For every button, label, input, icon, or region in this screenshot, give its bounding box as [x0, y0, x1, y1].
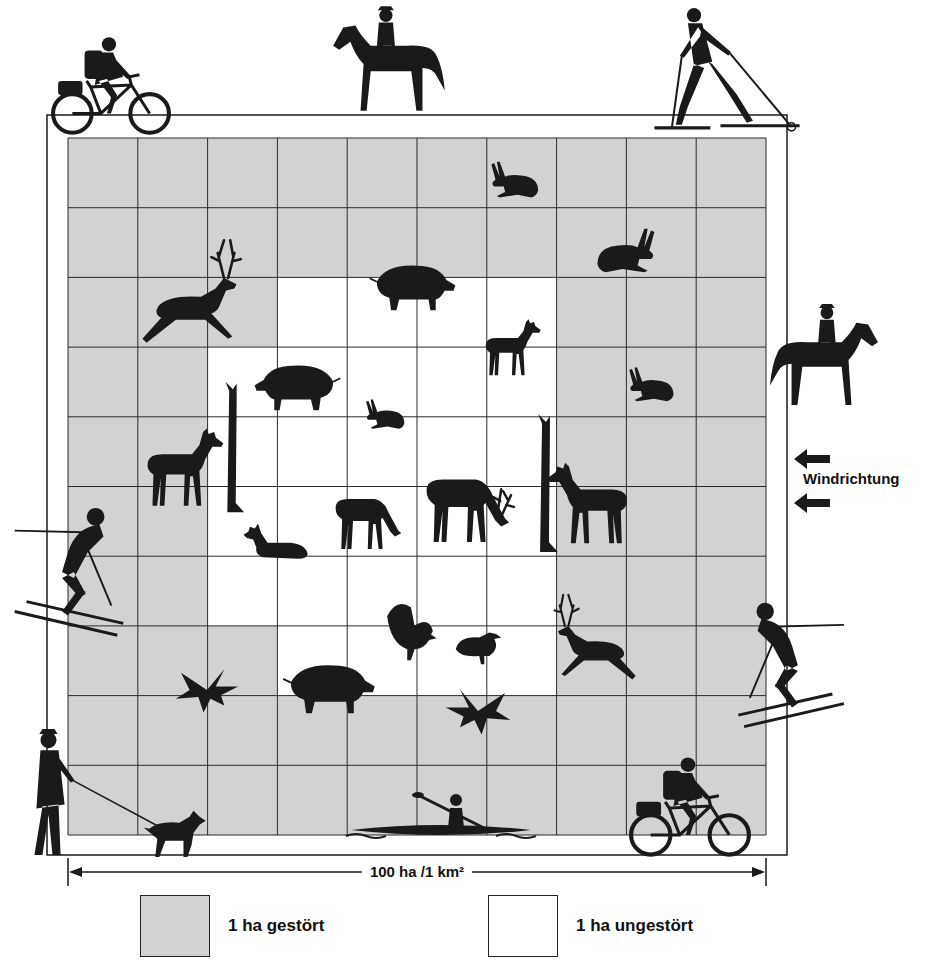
legend-entry: 1 ha ungestört [576, 916, 693, 936]
hectare-cell [626, 556, 696, 626]
hectare-cell [626, 277, 696, 347]
hectare-cell [138, 696, 208, 766]
hectare-cell [417, 696, 487, 766]
hectare-cell [417, 417, 487, 487]
hectare-cell [208, 417, 278, 487]
hectare-cell [417, 347, 487, 417]
hectare-cell [696, 487, 766, 557]
grid-line [68, 138, 766, 139]
hectare-cell [487, 138, 557, 208]
hectare-cell [557, 696, 627, 766]
hectare-cell [696, 347, 766, 417]
hectare-cell [68, 626, 138, 696]
hectare-cell [696, 556, 766, 626]
dimension-label: 100 ha /1 km² [370, 863, 464, 880]
hectare-cell [68, 696, 138, 766]
grid-line [68, 207, 766, 208]
hectare-cell [347, 696, 417, 766]
hectare-cell [626, 487, 696, 557]
hectare-cell [68, 208, 138, 278]
legend-swatch [140, 895, 210, 957]
hectare-cell [626, 138, 696, 208]
legend-entry: 1 ha gestört [228, 916, 324, 936]
animals [142, 162, 673, 735]
grid-line [68, 765, 766, 766]
hectare-cell [417, 138, 487, 208]
hectare-cell [557, 347, 627, 417]
wind-direction-label-box: Windrichtung [803, 470, 900, 488]
hectare-cell [626, 696, 696, 766]
hectare-grid [68, 138, 766, 835]
hectare-cell [557, 556, 627, 626]
hectare-cell [277, 556, 347, 626]
hectare-cell [277, 277, 347, 347]
hectare-cell [696, 417, 766, 487]
hectare-cell [626, 347, 696, 417]
hectare-cell [557, 277, 627, 347]
legend-swatch [488, 895, 558, 957]
hectare-cell [626, 626, 696, 696]
hectare-cell [696, 138, 766, 208]
hectare-cell [696, 696, 766, 766]
grid-line [68, 556, 766, 557]
hectare-cell [138, 556, 208, 626]
hectare-cell [68, 417, 138, 487]
hectare-cell [277, 765, 347, 835]
dimension-line [68, 858, 766, 886]
hectare-cell [68, 138, 138, 208]
area-frame [47, 115, 787, 855]
hectare-cell [208, 696, 278, 766]
legend-text: 1 ha ungestört [576, 916, 693, 935]
grid-line [68, 347, 766, 348]
hectare-cell [277, 208, 347, 278]
hectare-cell [487, 556, 557, 626]
hectare-cell [487, 765, 557, 835]
hectare-cell [347, 138, 417, 208]
hectare-cell [696, 208, 766, 278]
hectare-cell [696, 277, 766, 347]
hectare-cell [208, 556, 278, 626]
grid-line [68, 695, 766, 696]
hectare-cell [557, 765, 627, 835]
hectare-cell [277, 417, 347, 487]
hectare-cell [208, 208, 278, 278]
recreation-users [15, 6, 878, 857]
hectare-cell [208, 765, 278, 835]
hectare-cell [68, 765, 138, 835]
hectare-cell [347, 347, 417, 417]
legend-text: 1 ha gestört [228, 916, 324, 935]
hectare-cell [208, 138, 278, 208]
hectare-cell [68, 277, 138, 347]
hectare-cell [138, 138, 208, 208]
hectare-cell [208, 626, 278, 696]
hectare-cell [626, 417, 696, 487]
grid-line [68, 486, 766, 487]
hectare-cell [696, 765, 766, 835]
hectare-cell [277, 138, 347, 208]
hectare-cell [138, 208, 208, 278]
hectare-cell [138, 347, 208, 417]
hectare-cell [347, 765, 417, 835]
hectare-cell [417, 556, 487, 626]
hectare-cell [557, 138, 627, 208]
wind-direction-label: Windrichtung [803, 470, 900, 487]
dimension-label-box: 100 ha /1 km² [362, 863, 472, 881]
hectare-cell [68, 347, 138, 417]
hectare-cell [487, 208, 557, 278]
grid-line [68, 416, 766, 417]
